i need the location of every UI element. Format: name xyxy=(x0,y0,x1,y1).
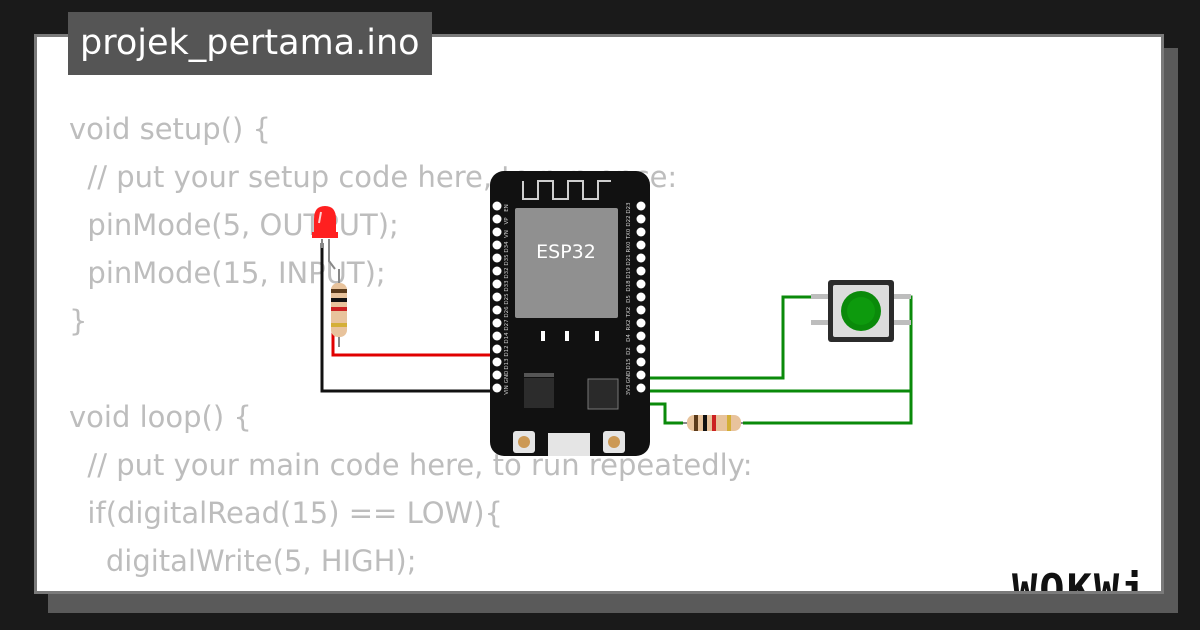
pin-label: D12 xyxy=(504,345,510,356)
esp32-board: ESP32 ENVPVND34D35D32D33D25D26D27D14D12D… xyxy=(490,171,650,456)
pin-d13[interactable] xyxy=(492,357,502,367)
pin-label: D23 xyxy=(626,202,632,214)
pin-label: D26 xyxy=(504,306,510,318)
push-button[interactable] xyxy=(811,280,911,342)
pin-label: D5 xyxy=(626,295,632,303)
pin-d23[interactable] xyxy=(636,201,646,211)
led-red xyxy=(312,206,338,270)
pin-en[interactable] xyxy=(492,201,502,211)
wire-black xyxy=(320,243,495,393)
code-line: } xyxy=(69,304,88,338)
pin-label: D18 xyxy=(626,280,632,292)
right-pin-header: D23D22TX0RX0D21D19D18D5TX2RX2D4D2D15GND3… xyxy=(626,201,646,395)
pin-label: D4 xyxy=(626,334,632,342)
resistor-led xyxy=(331,269,347,347)
pin-rx2[interactable] xyxy=(636,318,646,328)
pin-label: D19 xyxy=(626,267,632,279)
pin-label: VP xyxy=(504,217,510,225)
pin-d35[interactable] xyxy=(492,253,502,263)
pin-label: 3V3 xyxy=(626,384,632,395)
pin-label: D33 xyxy=(504,280,510,292)
code-line: pinMode(15, INPUT); xyxy=(69,256,386,290)
pin-label: TX2 xyxy=(626,307,632,319)
pin-label: EN xyxy=(504,204,510,212)
pin-gnd[interactable] xyxy=(636,370,646,380)
pin-vn[interactable] xyxy=(492,227,502,237)
pin-d2[interactable] xyxy=(636,344,646,354)
pin-label: RX0 xyxy=(626,241,632,253)
pin-d27[interactable] xyxy=(492,318,502,328)
pin-gnd[interactable] xyxy=(492,370,502,380)
voltage-regulator xyxy=(524,378,554,408)
pin-label: VIN xyxy=(504,385,510,395)
pin-d14[interactable] xyxy=(492,331,502,341)
file-name-tab: projek_pertama.ino xyxy=(68,12,432,75)
code-line: if(digitalRead(15) == LOW){ xyxy=(69,496,503,530)
circuit-diagram: ESP32 ENVPVND34D35D32D33D25D26D27D14D12D… xyxy=(312,171,913,456)
esp32-chip xyxy=(515,208,618,318)
pin-rx0[interactable] xyxy=(636,240,646,250)
pin-label: D27 xyxy=(504,319,510,331)
pin-d19[interactable] xyxy=(636,266,646,276)
pin-label: D22 xyxy=(626,215,632,226)
pin-tx0[interactable] xyxy=(636,227,646,237)
left-pin-header: EN VP VN D34D35D32D33D25D26D27D14D12D13GNDV… xyxy=(492,201,510,395)
wire-green-d15 xyxy=(643,295,829,380)
pin-label: D32 xyxy=(504,267,510,278)
code-line: void setup() { xyxy=(69,112,271,146)
pin-tx2[interactable] xyxy=(636,305,646,315)
pin-d5[interactable] xyxy=(636,292,646,302)
pin-label: TX0 xyxy=(626,228,632,240)
pin-d34[interactable] xyxy=(492,240,502,250)
pin-d4[interactable] xyxy=(636,331,646,341)
pin-label: D35 xyxy=(504,254,510,266)
esp32-chip-label: ESP32 xyxy=(536,241,596,263)
usb-port xyxy=(548,433,590,456)
pin-label: VN xyxy=(504,230,510,238)
pin-label: GND xyxy=(626,371,632,384)
pin-d33[interactable] xyxy=(492,279,502,289)
pin-label: GND xyxy=(504,371,510,384)
resistor-button xyxy=(683,415,743,431)
pin-label: D21 xyxy=(626,254,632,265)
wire-green-3v3 xyxy=(643,402,683,425)
pin-d18[interactable] xyxy=(636,279,646,289)
pin-d21[interactable] xyxy=(636,253,646,263)
pin-d22[interactable] xyxy=(636,214,646,224)
pin-label: D14 xyxy=(504,332,510,344)
pin-d12[interactable] xyxy=(492,344,502,354)
project-card: void setup() { // put your setup code he… xyxy=(34,34,1164,594)
pin-label: D15 xyxy=(626,358,632,370)
pin-3v3[interactable] xyxy=(636,383,646,393)
chip-legs xyxy=(541,331,599,341)
pin-d26[interactable] xyxy=(492,305,502,315)
wokwi-logo[interactable]: WOKWi xyxy=(1012,565,1149,594)
code-line: void loop() { xyxy=(69,400,252,434)
pin-label: D34 xyxy=(504,241,510,253)
pin-label: D25 xyxy=(504,293,510,305)
pin-vin[interactable] xyxy=(492,383,502,393)
code-line: digitalWrite(5, HIGH); xyxy=(69,544,417,578)
pin-label: D13 xyxy=(504,358,510,370)
pin-label: RX2 xyxy=(626,319,632,330)
pin-label: D2 xyxy=(626,347,632,355)
pin-vp[interactable] xyxy=(492,214,502,224)
pin-d25[interactable] xyxy=(492,292,502,302)
pin-d32[interactable] xyxy=(492,266,502,276)
code-line: // put your setup code here, to run once… xyxy=(69,160,678,194)
usb-chip xyxy=(587,378,619,410)
pin-d15[interactable] xyxy=(636,357,646,367)
